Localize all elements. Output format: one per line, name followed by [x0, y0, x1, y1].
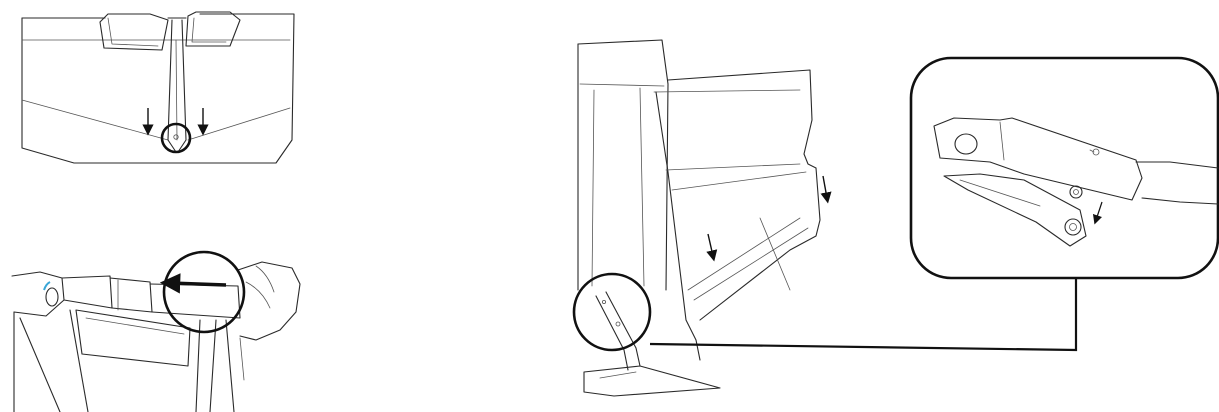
detail-callout-box	[909, 56, 1219, 280]
highlight-circle	[572, 272, 652, 352]
accent-mark	[43, 281, 51, 291]
down-arrow-icon	[1092, 201, 1103, 225]
down-arrow-icon	[820, 175, 832, 204]
detail-lock-icon	[933, 117, 1219, 247]
left-arrow-icon	[159, 273, 227, 294]
panel-rail-insert	[11, 250, 301, 412]
highlight-circle	[160, 122, 192, 154]
panel-corner-leg	[572, 39, 1219, 397]
highlight-circle	[162, 250, 246, 334]
down-arrow-icon	[706, 233, 718, 262]
panel-fabric-clip	[21, 11, 295, 164]
